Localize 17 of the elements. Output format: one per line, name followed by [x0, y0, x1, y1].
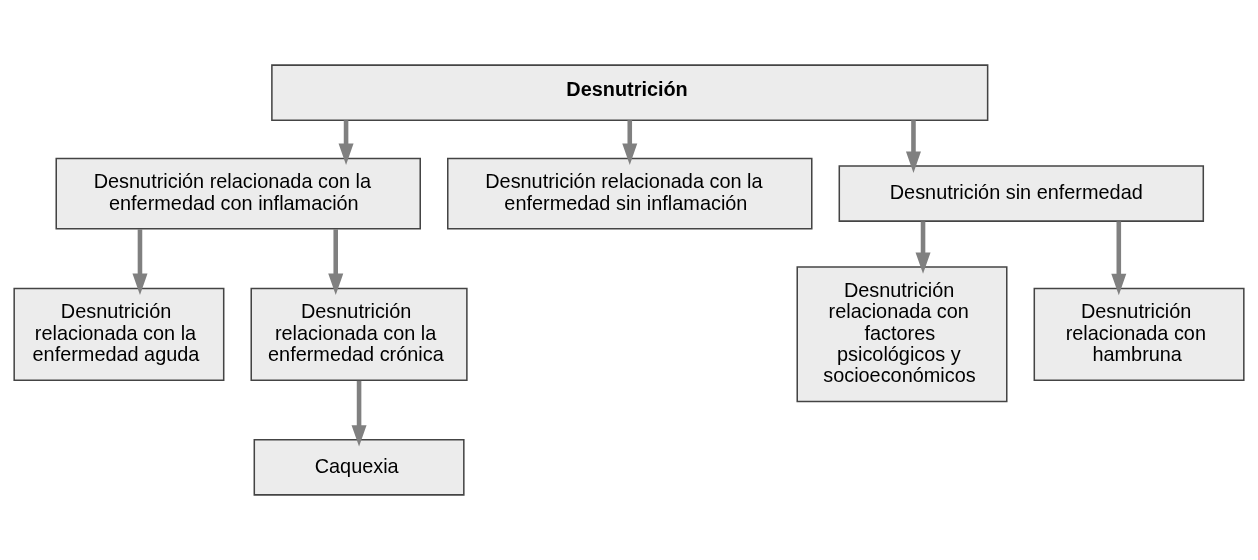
- node-box: Desnutrición relacionada con la enfermedad aguda: [13, 287, 225, 381]
- arrow: [338, 120, 354, 166]
- node-box: Desnutrición relacionada con factores psicológicos y socioeconómicos: [796, 266, 1008, 403]
- arrow: [915, 221, 931, 274]
- arrow: [328, 229, 344, 296]
- arrow: [351, 380, 367, 447]
- node-box: Desnutrición relacionada con la enfermedad crónica: [250, 287, 468, 381]
- node-box: Desnutrición relacionada con la enfermedad sin inflamación: [447, 157, 813, 230]
- arrow: [1111, 221, 1127, 296]
- arrow: [622, 120, 638, 166]
- node-box: Desnutrición relacionada con la enfermedad con inflamación: [55, 157, 421, 230]
- node-box: Desnutrición sin enfermedad: [838, 165, 1205, 222]
- arrow: [132, 229, 148, 296]
- node-box: Desnutrición relacionada con hambruna: [1033, 287, 1245, 381]
- arrow: [905, 120, 921, 173]
- node-box: Desnutrición: [271, 64, 989, 121]
- node-box: Caquexia: [253, 439, 465, 496]
